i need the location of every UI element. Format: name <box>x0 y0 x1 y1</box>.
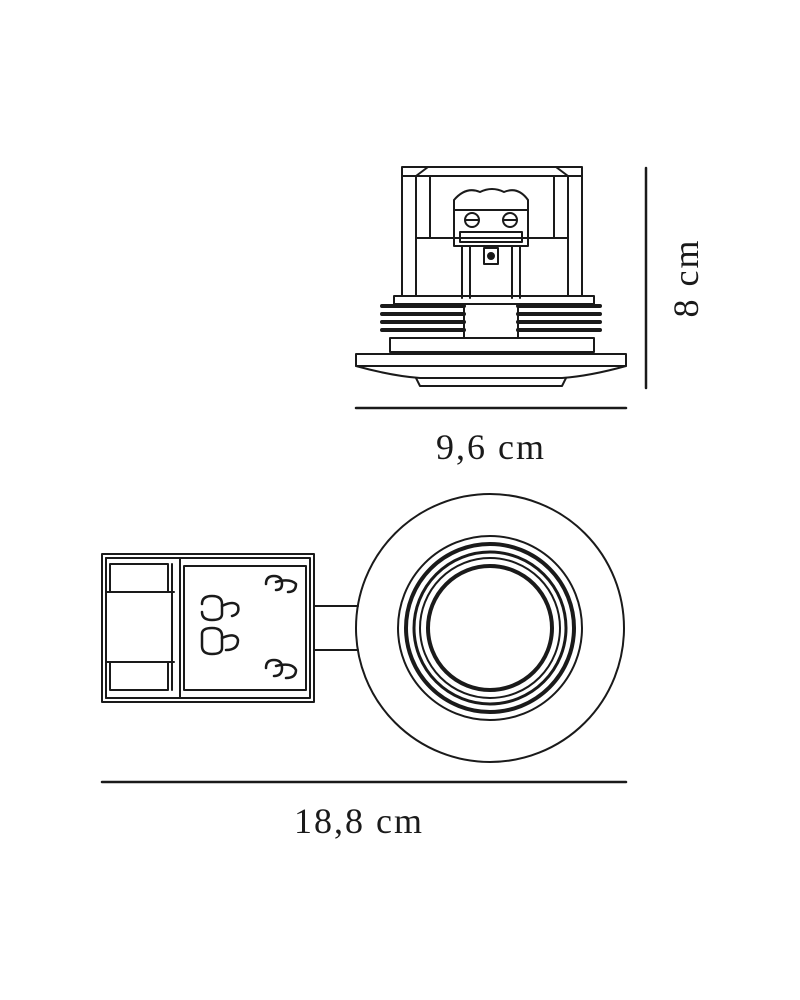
terminal-block-side <box>453 188 529 299</box>
dimension-width-label: 9,6 cm <box>436 427 546 467</box>
junction-box-top <box>101 553 315 703</box>
trim-ring-side <box>355 353 627 387</box>
cooling-fins <box>380 295 602 353</box>
terminal-screws <box>200 574 298 680</box>
top-view <box>101 493 625 763</box>
connector-neck <box>313 605 359 651</box>
side-view <box>355 166 627 387</box>
dimension-height-label: 8 cm <box>666 238 706 318</box>
lamp-head-top <box>355 493 625 763</box>
dimension-length-label: 18,8 cm <box>294 801 424 841</box>
